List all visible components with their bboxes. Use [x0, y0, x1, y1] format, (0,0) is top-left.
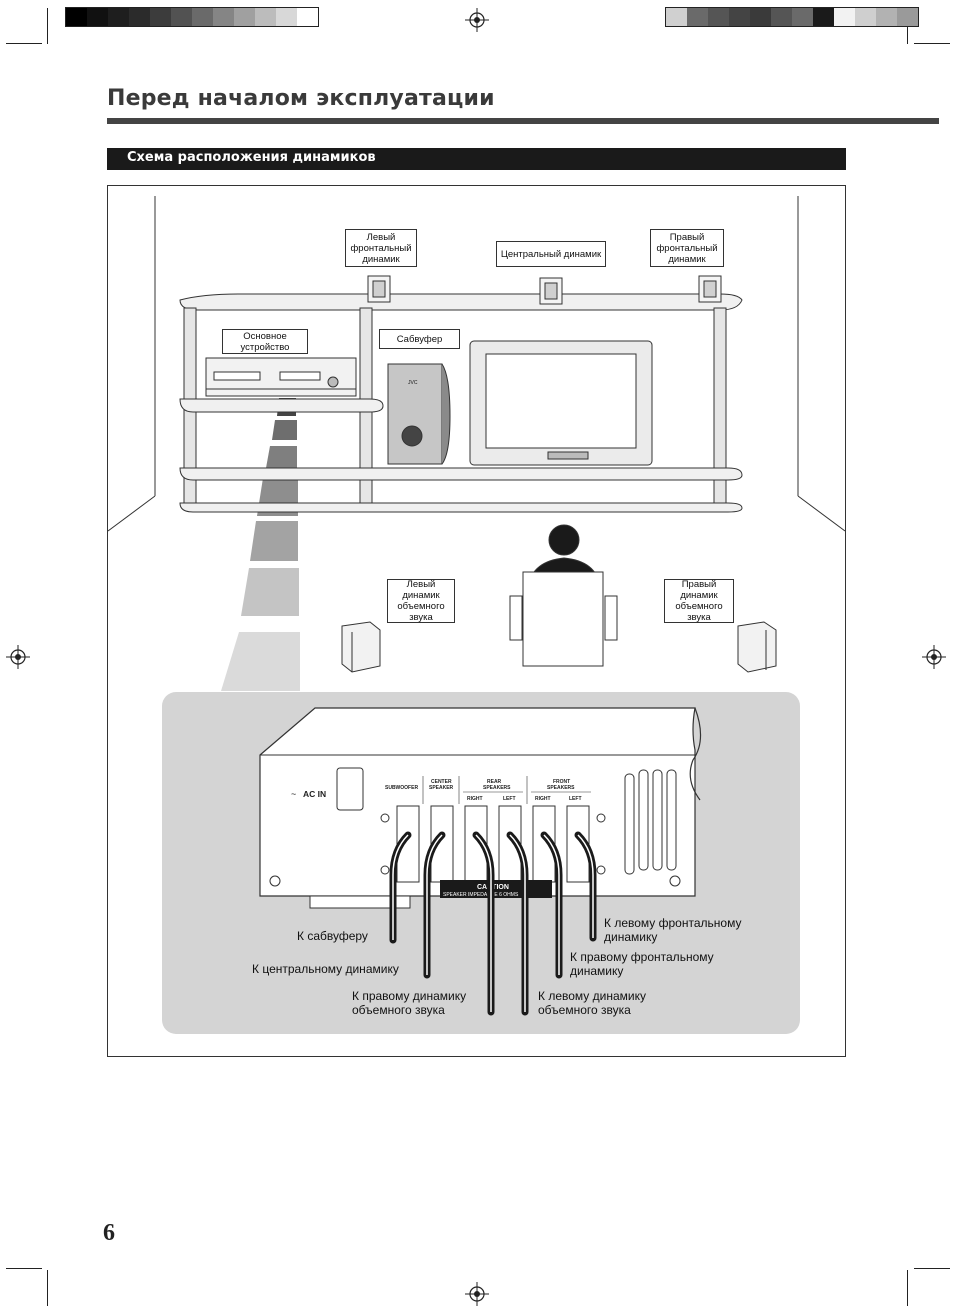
label-center: Центральный динамик — [496, 241, 606, 267]
center-speaker-icon — [539, 277, 563, 305]
registration-mark-icon — [922, 645, 946, 669]
callout-left-front: К левому фронтальному динамику — [604, 916, 742, 944]
registration-mark-icon — [6, 645, 30, 669]
color-swatch — [66, 8, 87, 26]
color-calibration-bar-left — [65, 7, 319, 27]
label-main-unit: Основное устройство — [222, 329, 308, 354]
callout-left-surround: К левому динамику объемного звука — [538, 989, 646, 1017]
rack — [179, 293, 743, 513]
callout-center: К центральному динамику — [252, 962, 399, 976]
panel-impedance: SPEAKER IMPEDANCE 6 OHMS — [443, 892, 519, 898]
callout-subwoofer: К сабвуферу — [297, 929, 368, 943]
color-swatch — [876, 8, 897, 26]
crop-mark — [47, 1270, 48, 1306]
surround-left-speaker-icon — [341, 621, 381, 673]
crop-mark — [914, 43, 950, 44]
panel-rear-left: LEFT — [503, 796, 516, 802]
crop-mark — [6, 43, 42, 44]
color-swatch — [687, 8, 708, 26]
panel-center-label-2: SPEAKER — [429, 785, 454, 791]
front-right-speaker-icon — [698, 275, 722, 303]
panel-front-label-1: FRONT — [553, 779, 570, 785]
surround-right-speaker-icon — [737, 621, 777, 673]
crop-mark — [6, 1268, 42, 1269]
rear-panel-diagram: AC IN ~ SUBWOOFER CENTER SPEAKER REAR SP… — [259, 707, 702, 1016]
label-subwoofer: Сабвуфер — [379, 329, 460, 349]
color-swatch — [192, 8, 213, 26]
panel-rear-label-1: REAR — [487, 779, 502, 785]
crop-mark — [47, 8, 48, 44]
panel-rear-right: RIGHT — [467, 796, 483, 802]
color-swatch — [729, 8, 750, 26]
color-swatch — [708, 8, 729, 26]
color-swatch — [234, 8, 255, 26]
color-swatch — [813, 8, 834, 26]
svg-text:~: ~ — [291, 789, 296, 799]
color-swatch — [666, 8, 687, 26]
heading-rule — [107, 118, 939, 124]
color-swatch — [87, 8, 108, 26]
color-swatch — [276, 8, 297, 26]
label-front-left: Левый фронтальный динамик — [345, 229, 417, 267]
color-swatch — [792, 8, 813, 26]
color-swatch — [771, 8, 792, 26]
panel-front-left: LEFT — [569, 796, 582, 802]
main-unit-icon — [205, 357, 357, 397]
color-swatch — [171, 8, 192, 26]
section-title: Схема расположения динамиков — [107, 148, 846, 170]
label-front-right: Правый фронтальный динамик — [650, 229, 724, 267]
color-swatch — [213, 8, 234, 26]
room-walls — [108, 196, 845, 532]
listener-icon — [509, 524, 618, 667]
color-swatch — [750, 8, 771, 26]
color-swatch — [129, 8, 150, 26]
crop-mark — [914, 1268, 950, 1269]
front-left-speaker-icon — [367, 275, 391, 303]
diagram-frame — [107, 185, 846, 1057]
panel-front-right: RIGHT — [535, 796, 551, 802]
color-swatch — [255, 8, 276, 26]
color-swatch — [150, 8, 171, 26]
panel-rear-label-2: SPEAKERS — [483, 785, 511, 791]
panel-subwoofer-label: SUBWOOFER — [385, 785, 418, 791]
label-surround-left: Левый динамик объемного звука — [387, 579, 455, 623]
color-swatch — [108, 8, 129, 26]
callout-right-surround: К правому динамику объемного звука — [352, 989, 467, 1017]
callout-right-front: К правому фронтальному динамику — [570, 950, 714, 978]
panel-center-label-1: CENTER — [431, 779, 452, 785]
panel-front-label-2: SPEAKERS — [547, 785, 575, 791]
tv-icon — [469, 340, 653, 466]
registration-mark-icon — [465, 8, 489, 32]
color-swatch — [834, 8, 855, 26]
color-swatch — [855, 8, 876, 26]
color-swatch — [297, 8, 318, 26]
crop-mark — [907, 1270, 908, 1306]
subwoofer-icon: JVC — [387, 363, 451, 465]
color-calibration-bar-right — [665, 7, 919, 27]
page-number: 6 — [103, 1220, 115, 1246]
remote-signal-beam — [221, 398, 300, 691]
page-title: Перед началом эксплуатации — [107, 86, 495, 111]
subwoofer-brand: JVC — [408, 380, 418, 386]
label-surround-right: Правый динамик объемного звука — [664, 579, 734, 623]
ac-in-label: AC IN — [303, 789, 326, 799]
registration-mark-icon — [465, 1282, 489, 1306]
color-swatch — [897, 8, 918, 26]
